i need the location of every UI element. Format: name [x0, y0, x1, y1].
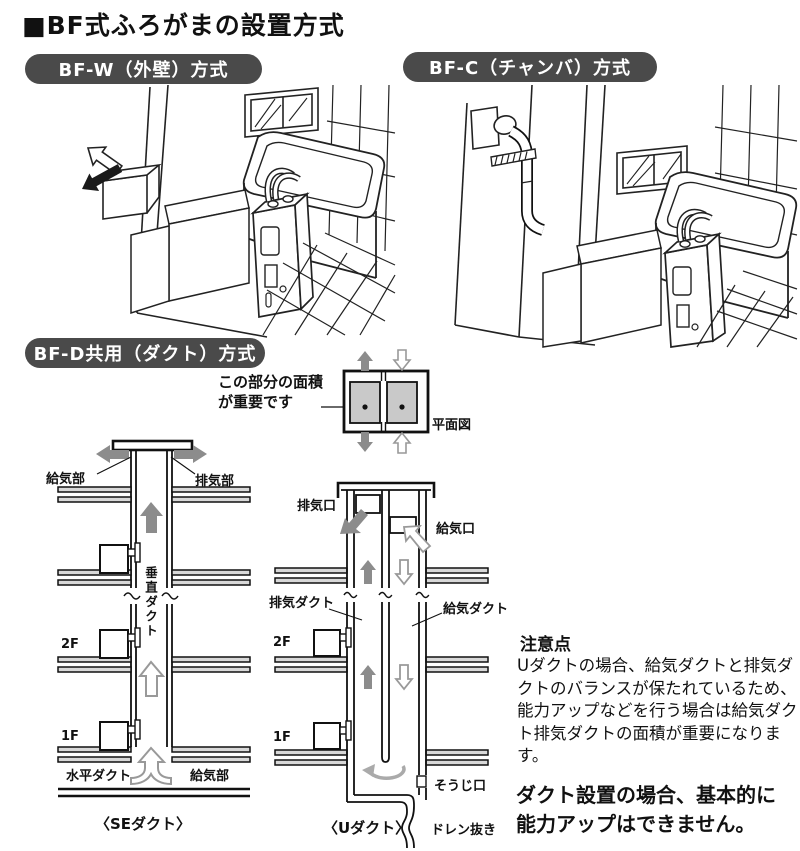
u-up-arrow-1 — [360, 560, 376, 584]
u-duct-caption: 〈Uダクト〉 — [323, 819, 411, 837]
bfc-heater — [662, 208, 726, 348]
exhaust-arrow — [82, 164, 123, 191]
se-duct-caption: 〈SEダクト〉 — [95, 815, 192, 833]
bfc-floor-tiles — [696, 270, 798, 348]
se-duct-diagram — [57, 439, 251, 798]
bfc-counter — [542, 229, 662, 348]
bfw-counter — [130, 189, 250, 315]
plan-note-line1: この部分の面積 — [218, 373, 324, 391]
u-floor1-label: 1F — [273, 730, 291, 745]
se-exhaust-left-arrow — [96, 445, 129, 463]
u-heater-units — [313, 627, 352, 750]
se-floor-slabs — [57, 486, 251, 763]
bfw-heater — [250, 167, 314, 319]
u-floor-slabs — [274, 567, 489, 766]
u-drain-label: ドレン抜き — [431, 823, 497, 838]
se-ground-lines — [58, 787, 250, 798]
plan-duct-areas — [349, 372, 418, 431]
bfc-chamber-pipe — [470, 106, 545, 236]
u-cleanout-label: そうじ口 — [434, 779, 487, 794]
se-exhaust-right-arrow — [174, 445, 207, 463]
section-badge-bfc: BF-C（チャンバ）方式 — [403, 52, 657, 82]
bfw-window — [244, 87, 319, 138]
u-intake-port-label: 給気口 — [436, 522, 476, 537]
u-break-marks — [343, 588, 430, 602]
u-exhaust-duct-label: 排気ダクト — [269, 596, 335, 611]
plan-caption: 平面図 — [432, 418, 472, 433]
se-heater-units — [99, 542, 141, 751]
notes-heading: 注意点 — [520, 635, 571, 655]
bfw-wall-duct — [100, 163, 162, 220]
u-exhaust-port-label: 排気口 — [297, 499, 337, 514]
se-horizontal-duct-label: 水平ダクト — [66, 769, 132, 784]
se-vertical-duct-label: 垂直ダクト — [143, 566, 158, 639]
se-up-arrow-white — [137, 660, 166, 697]
plan-note-line2: が重要です — [218, 393, 294, 411]
se-intake-bottom-label: 給気部 — [190, 769, 230, 784]
se-break-marks — [123, 588, 179, 604]
u-turn-arrow — [362, 764, 406, 780]
u-roof-cap — [336, 481, 436, 498]
se-roof-cap — [111, 439, 194, 452]
u-exhaust-opening — [355, 494, 381, 514]
page-title: ■BF式ふろがまの設置方式 — [22, 11, 345, 40]
intake-down-arrow — [392, 349, 412, 372]
se-floor1-label: 1F — [61, 729, 79, 744]
section-badge-bfd: BF-D共用（ダクト）方式 — [25, 338, 265, 368]
se-intake-top-label: 給気部 — [46, 472, 86, 487]
se-up-arrow-gray — [140, 502, 163, 533]
notes-body: Uダクトの場合、給気ダクトと排気ダクトのバランスが保たれているため、能力アップな… — [517, 656, 798, 765]
u-duct-walls — [346, 490, 427, 849]
u-cleanout-port — [415, 775, 428, 788]
u-down-arrow-1 — [394, 559, 414, 586]
bfc-illustration — [454, 84, 798, 348]
bfw-floor-tiles — [262, 232, 396, 336]
exhaust-up-arrow — [357, 351, 373, 371]
u-down-arrow-2 — [394, 664, 414, 691]
u-exhaust-out-arrow — [340, 509, 368, 534]
exhaust-down-arrow — [357, 432, 373, 452]
u-floor2-label: 2F — [273, 635, 291, 650]
se-branched-intake-arrow — [130, 746, 172, 786]
bfw-illustration — [82, 84, 396, 338]
se-exhaust-top-label: 排気部 — [195, 474, 235, 489]
u-up-arrow-2 — [360, 665, 376, 689]
u-leader-lines — [328, 608, 443, 627]
intake-up-arrow — [392, 431, 412, 454]
u-intake-duct-label: 給気ダクト — [443, 602, 509, 617]
se-floor2-label: 2F — [61, 637, 79, 652]
u-intake-in-arrow — [402, 524, 432, 554]
se-leader-lines — [96, 456, 196, 475]
u-duct-diagram — [274, 481, 489, 849]
section-badge-bfw: BF-W（外壁）方式 — [25, 54, 262, 84]
plan-view-diagram — [321, 349, 430, 454]
notes-warning: ダクト設置の場合、基本的に能力アップはできません。 — [516, 783, 776, 836]
